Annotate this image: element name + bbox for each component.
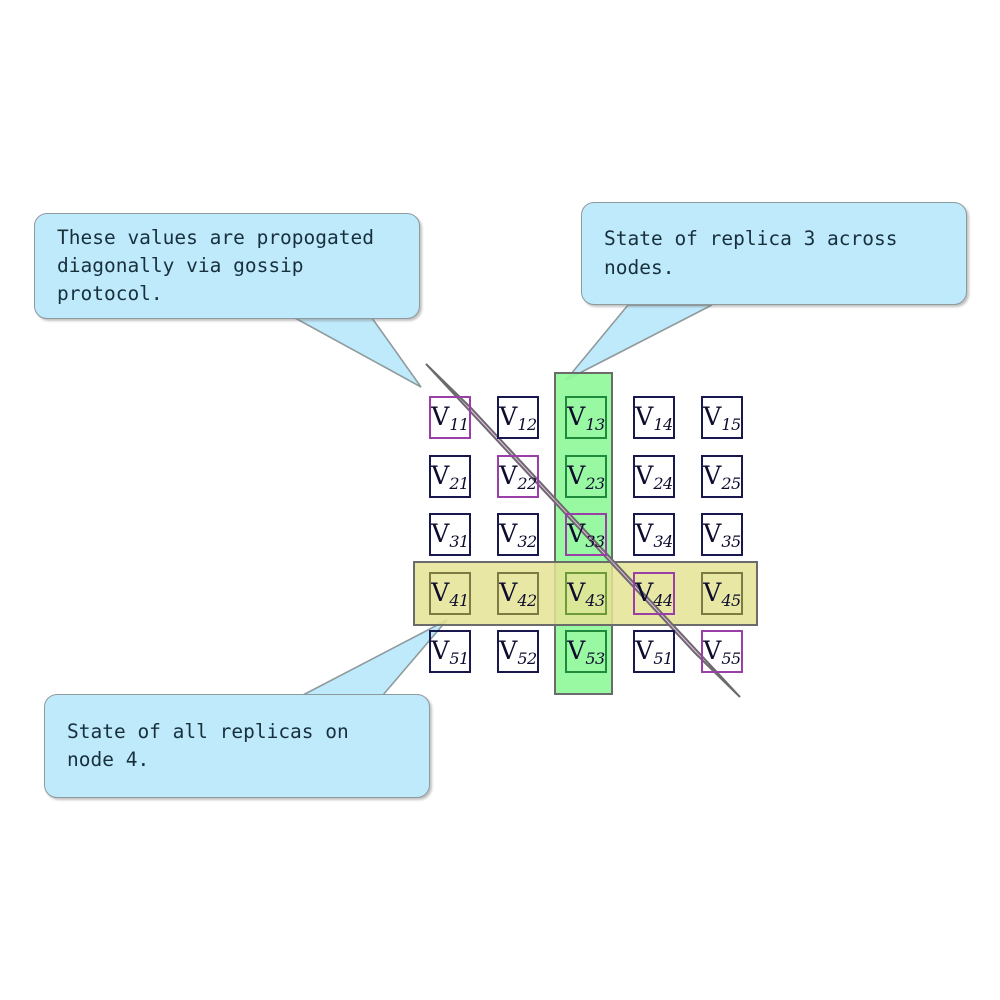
grid-cell-subscript: 51: [653, 648, 673, 668]
grid-cell-label: V51: [431, 636, 469, 668]
grid-cell-v15[interactable]: V15: [701, 396, 743, 439]
grid-cell-v12[interactable]: V12: [497, 396, 539, 439]
grid-cell-subscript: 11: [449, 414, 469, 434]
grid-cell-subscript: 12: [517, 414, 537, 434]
grid-cell-subscript: 24: [653, 473, 673, 493]
callout-node-4-text: State of all replicas on node 4.: [67, 719, 349, 771]
grid-cell-subscript: 45: [721, 590, 741, 610]
grid-cell-v55[interactable]: V55: [701, 630, 743, 673]
grid-cell-v41[interactable]: V41: [429, 571, 471, 615]
grid-cell-label: V12: [499, 402, 537, 434]
grid-cell-label: V34: [635, 519, 673, 551]
grid-cell-subscript: 42: [517, 590, 537, 610]
grid-cell-v32[interactable]: V32: [497, 513, 539, 556]
grid-cell-subscript: 52: [517, 648, 537, 668]
grid-cell-subscript: 31: [449, 531, 469, 551]
grid-cell-v35[interactable]: V35: [701, 513, 743, 556]
grid-cell-v11[interactable]: V11: [429, 396, 471, 439]
grid-cell-subscript: 34: [653, 531, 673, 551]
callout-replica-3-text: State of replica 3 across nodes.: [604, 227, 898, 279]
grid-cell-label: V51: [635, 636, 673, 668]
grid-cell-label: V15: [703, 402, 741, 434]
grid-cell-subscript: 25: [721, 473, 741, 493]
grid-cell-v52[interactable]: V52: [497, 630, 539, 673]
grid-cell-label: V45: [703, 577, 741, 610]
grid-cell-label: V43: [567, 577, 605, 610]
callout-tail-node4: [302, 619, 448, 696]
grid-cell-label: V42: [499, 577, 537, 610]
grid-cell-v22[interactable]: V22: [497, 454, 539, 498]
grid-cell-label: V31: [431, 519, 469, 551]
callout-node-4-note[interactable]: State of all replicas on node 4.: [44, 694, 430, 798]
grid-cell-v25[interactable]: V25: [701, 454, 743, 498]
grid-cell-label: V23: [567, 460, 605, 493]
grid-cell-label: V32: [499, 519, 537, 551]
grid-cell-v34[interactable]: V34: [633, 513, 675, 556]
callout-gossip-note[interactable]: These values are propogated diagonally v…: [34, 213, 420, 319]
grid-cell-v45[interactable]: V45: [701, 571, 743, 615]
grid-cell-subscript: 53: [585, 648, 605, 668]
callout-tail-replica3: [565, 304, 713, 381]
grid-cell-subscript: 32: [517, 531, 537, 551]
grid-cell-subscript: 43: [585, 590, 605, 610]
grid-cell-v14[interactable]: V14: [633, 396, 675, 439]
grid-cell-v53[interactable]: V53: [565, 630, 607, 673]
callout-replica-3-note[interactable]: State of replica 3 across nodes.: [581, 202, 967, 305]
grid-cell-label: V33: [567, 519, 605, 551]
grid-cell-subscript: 21: [449, 473, 469, 493]
grid-cell-label: V53: [567, 636, 605, 668]
grid-cell-subscript: 41: [449, 590, 469, 610]
grid-cell-label: V41: [431, 577, 469, 610]
grid-cell-v33[interactable]: V33: [565, 513, 607, 556]
grid-cell-subscript: 55: [721, 648, 741, 668]
grid-cell-subscript: 51: [449, 648, 469, 668]
grid-cell-subscript: 15: [721, 414, 741, 434]
grid-cell-v13[interactable]: V13: [565, 396, 607, 439]
grid-cell-label: V44: [635, 577, 673, 610]
grid-cell-label: V11: [431, 402, 469, 434]
grid-cell-v44[interactable]: V44: [633, 571, 675, 615]
grid-cell-v31[interactable]: V31: [429, 513, 471, 556]
grid-cell-label: V55: [703, 636, 741, 668]
grid-cell-v43[interactable]: V43: [565, 571, 607, 615]
grid-cell-label: V52: [499, 636, 537, 668]
grid-cell-label: V14: [635, 402, 673, 434]
grid-cell-label: V13: [567, 402, 605, 434]
grid-cell-subscript: 44: [653, 590, 673, 610]
callout-gossip-text: These values are propogated diagonally v…: [57, 225, 374, 306]
grid-cell-subscript: 22: [517, 473, 537, 493]
grid-cell-v42[interactable]: V42: [497, 571, 539, 615]
grid-cell-label: V35: [703, 519, 741, 551]
grid-cell-label: V24: [635, 460, 673, 493]
grid-cell-label: V22: [499, 460, 537, 493]
grid-cell-label: V25: [703, 460, 741, 493]
grid-cell-v51[interactable]: V51: [633, 630, 675, 673]
callout-tail-gossip: [294, 317, 422, 388]
grid-cell-v21[interactable]: V21: [429, 454, 471, 498]
grid-cell-subscript: 14: [653, 414, 673, 434]
grid-cell-subscript: 35: [721, 531, 741, 551]
grid-cell-label: V21: [431, 460, 469, 493]
grid-cell-v24[interactable]: V24: [633, 454, 675, 498]
grid-cell-v23[interactable]: V23: [565, 454, 607, 498]
grid-cell-subscript: 33: [585, 531, 605, 551]
grid-cell-subscript: 23: [585, 473, 605, 493]
grid-cell-v51[interactable]: V51: [429, 630, 471, 673]
grid-cell-subscript: 13: [585, 414, 605, 434]
